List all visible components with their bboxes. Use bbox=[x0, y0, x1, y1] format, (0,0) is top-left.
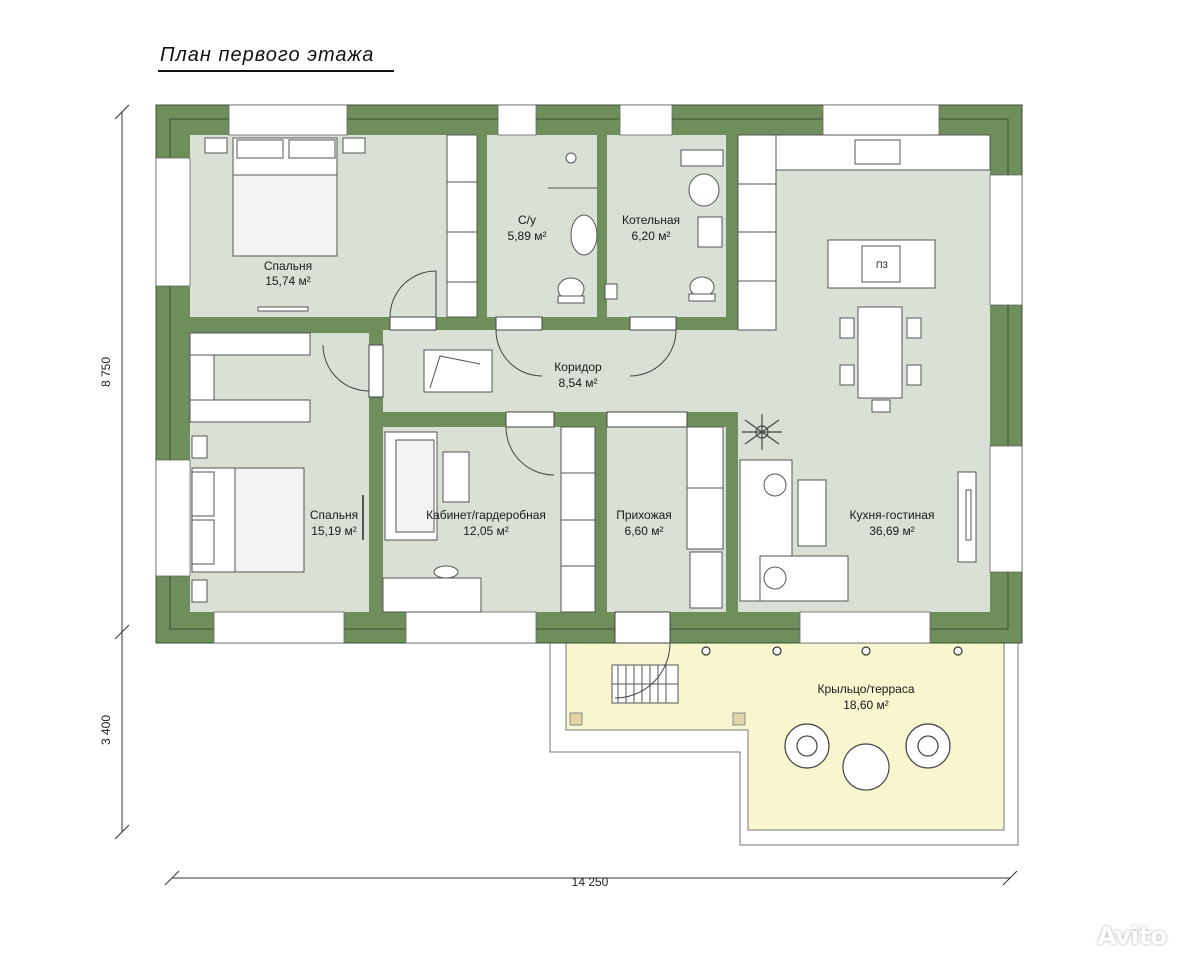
room-name-kitchen: Кухня-гостиная bbox=[850, 508, 935, 522]
room-area-boiler: 6,20 м² bbox=[632, 229, 671, 243]
room-name-boiler: Котельная bbox=[622, 213, 680, 227]
doors bbox=[322, 270, 688, 699]
title-underline bbox=[158, 70, 394, 72]
corridor-furniture bbox=[423, 349, 493, 393]
room-name-terrace: Крыльцо/терраса bbox=[817, 682, 914, 696]
room-area-kitchen: 36,69 м² bbox=[869, 524, 915, 538]
bathroom-fixtures bbox=[548, 149, 724, 304]
terrace-table bbox=[842, 743, 890, 791]
room-area-hall: 6,60 м² bbox=[625, 524, 664, 538]
room-labels: Спальня 15,74 м² С/у 5,89 м² Котельная 6… bbox=[264, 213, 935, 712]
avito-watermark: Avito bbox=[1097, 922, 1167, 950]
room-area-terrace: 18,60 м² bbox=[843, 698, 889, 712]
bedroom2-furniture bbox=[189, 332, 364, 603]
dim-height-terrace: 3 400 bbox=[99, 715, 113, 745]
room-area-bathroom: 5,89 м² bbox=[508, 229, 547, 243]
room-area-bedroom1: 15,74 м² bbox=[265, 274, 311, 288]
dimension-lines bbox=[114, 104, 1018, 886]
office-furniture bbox=[382, 426, 596, 613]
hall-furniture bbox=[686, 426, 724, 609]
room-name-office: Кабинет/гардеробная bbox=[426, 508, 546, 522]
bedroom1-furniture bbox=[204, 134, 478, 318]
terrace-furniture bbox=[784, 723, 951, 791]
room-area-office: 12,05 м² bbox=[463, 524, 509, 538]
dim-width-total: 14 250 bbox=[572, 875, 609, 889]
windows bbox=[155, 104, 1023, 644]
dim-height-main: 8 750 bbox=[99, 357, 113, 387]
room-name-hall: Прихожая bbox=[616, 508, 672, 522]
plant-icon bbox=[742, 414, 782, 450]
room-name-bedroom1: Спальня bbox=[264, 259, 312, 273]
room-name-bathroom: С/у bbox=[518, 213, 536, 227]
outer-wall-lines bbox=[155, 104, 1023, 644]
plan-title: План первого этажа bbox=[160, 44, 375, 66]
terrace-posts bbox=[701, 646, 963, 656]
room-name-corridor: Коридор bbox=[554, 360, 602, 374]
kitchen-furniture bbox=[737, 134, 991, 602]
room-name-bedroom2: Спальня bbox=[310, 508, 358, 522]
room-area-bedroom2: 15,19 м² bbox=[311, 524, 357, 538]
room-area-corridor: 8,54 м² bbox=[559, 376, 598, 390]
doormat bbox=[611, 664, 679, 704]
stove-label: ПЗ bbox=[876, 260, 888, 270]
